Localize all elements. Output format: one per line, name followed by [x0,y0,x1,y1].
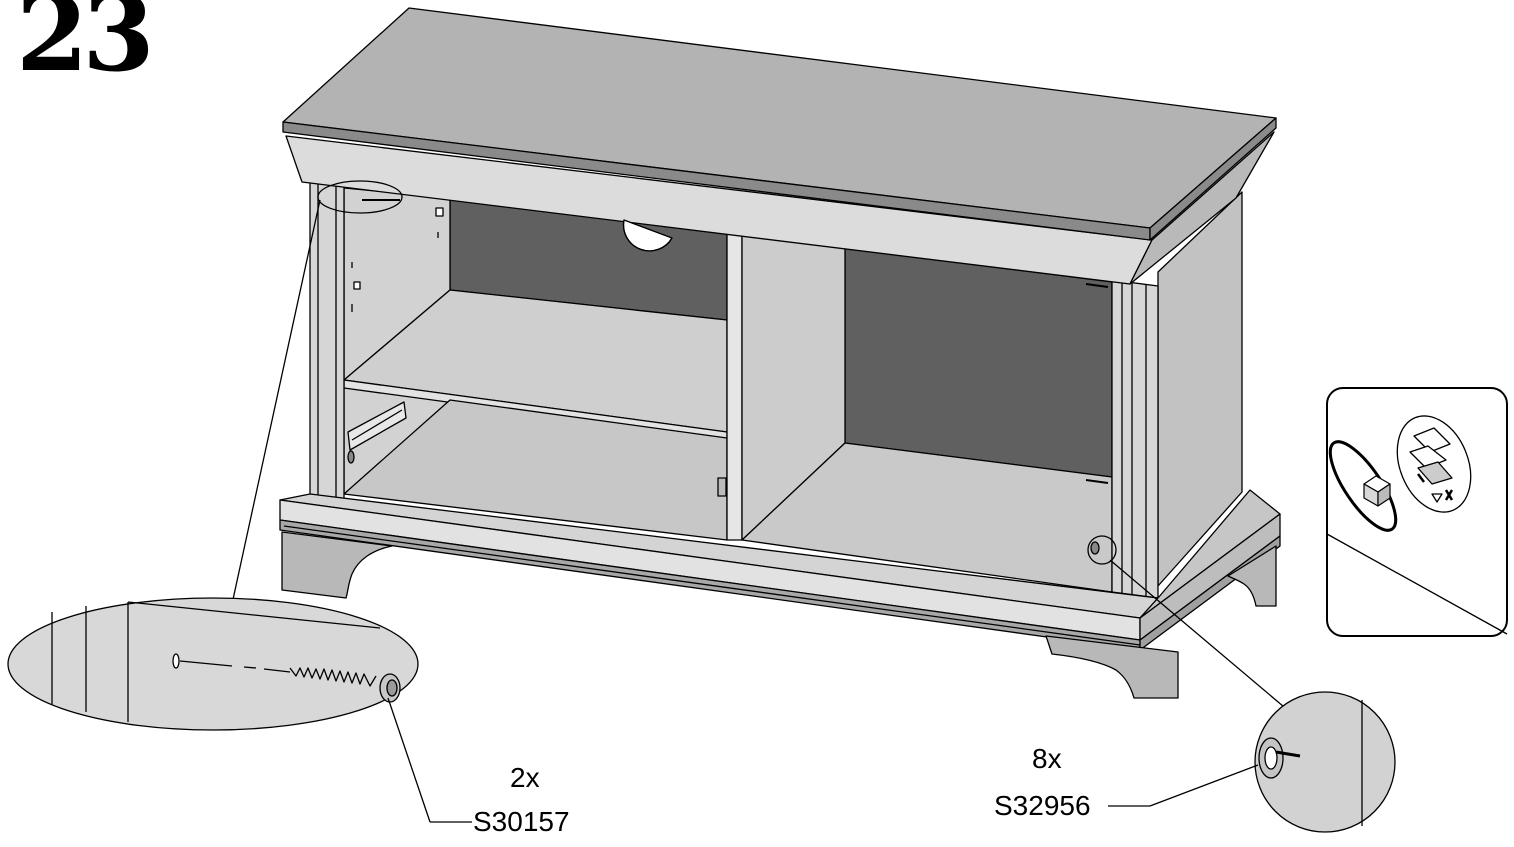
screw-part-code: S30157 [473,806,570,837]
triangle-marker-icon [1431,493,1443,503]
screw-detail-callout [7,180,472,823]
tv-stand [279,7,1281,699]
screw-detail-source-ring [317,180,403,214]
cam-lock-magnified-circle [1254,691,1396,833]
cube-icon [1363,475,1391,507]
middle-divider-front [726,231,743,541]
cam-lock-part-code: S32956 [994,790,1091,821]
cam-dowel-plate-icon [1328,440,1398,532]
step-number: 23 [16,0,155,95]
screw-hole-icon [172,653,180,669]
cam-lock-quantity: 8x [1032,743,1062,774]
foot-front-left [281,531,393,599]
foot-back-right [1227,545,1277,607]
back-panel-right [844,247,1113,478]
left-front-post [309,177,345,501]
top-side-edge [1149,117,1277,241]
cam-lock-source-ring [1087,535,1117,565]
drawer-runner [347,401,407,451]
cam-lock-detail-callout [1087,535,1396,833]
crown-side [1129,131,1275,285]
cam-lock-orientation-inset [1326,387,1508,637]
foot-front-right [1045,635,1179,699]
right-front-post [1111,279,1159,599]
base-moulding-side [1139,535,1281,651]
screw-quantity: 2x [510,762,540,793]
screw-icon [289,667,377,687]
